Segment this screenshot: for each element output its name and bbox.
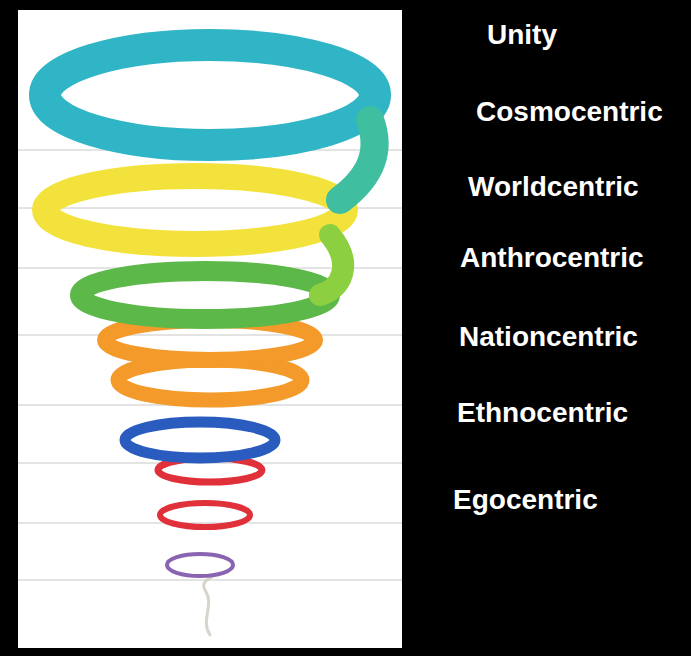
white-panel <box>18 10 402 648</box>
level-label: Anthrocentric <box>460 242 644 274</box>
spiral <box>45 45 375 635</box>
level-label: Cosmocentric <box>476 96 663 128</box>
level-label: Ethnocentric <box>457 397 628 429</box>
level-label: Nationcentric <box>459 321 638 353</box>
level-label: Egocentric <box>453 484 598 516</box>
level-label: Unity <box>487 19 557 51</box>
level-label: Worldcentric <box>468 171 639 203</box>
grid-lines <box>18 150 402 580</box>
